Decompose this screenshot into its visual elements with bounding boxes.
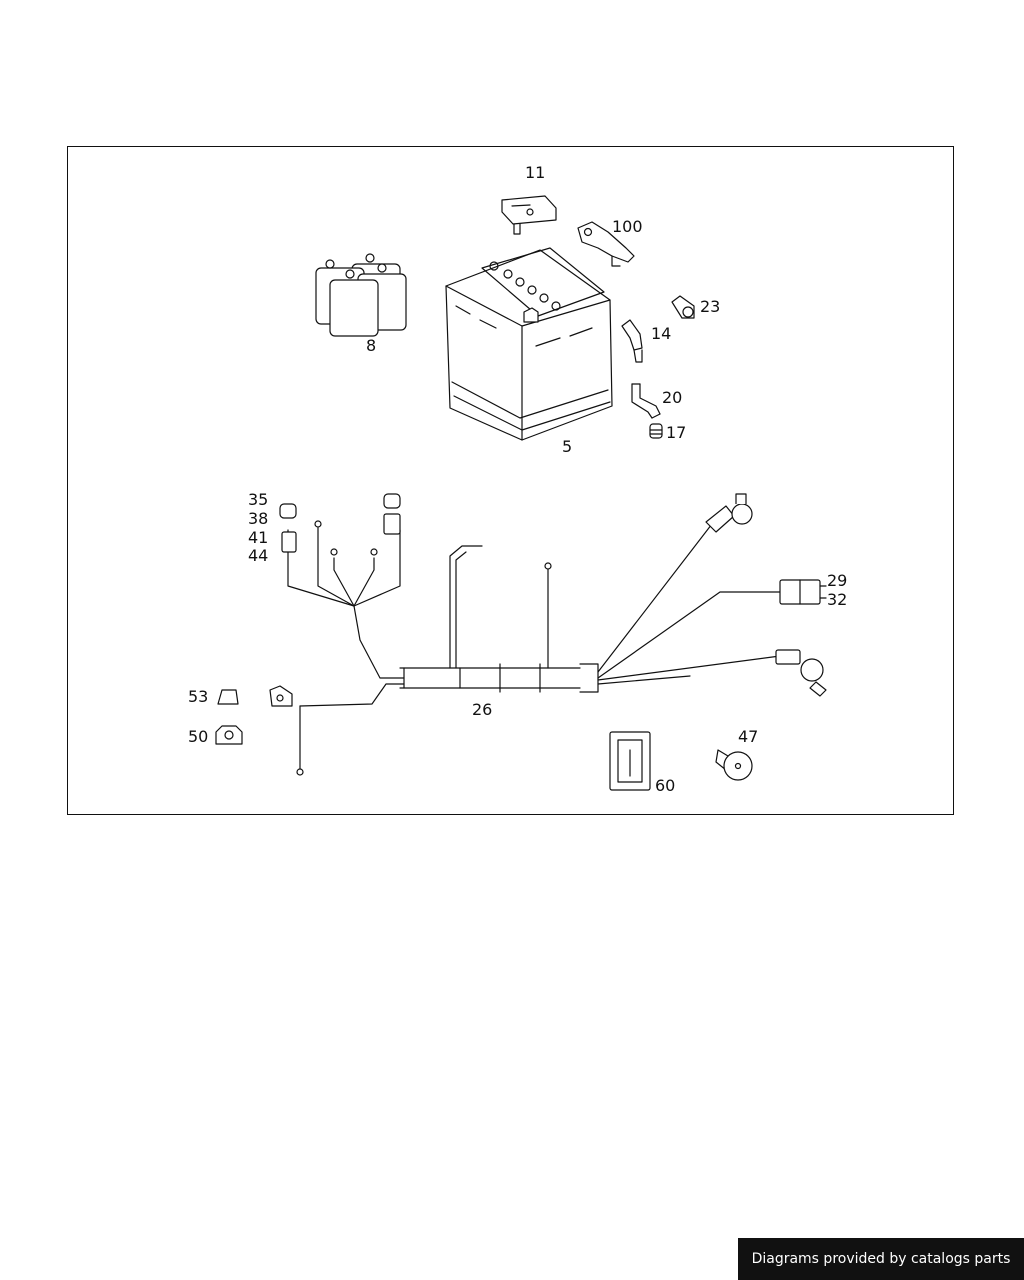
part-53-sleeve[interactable]: [217, 689, 239, 705]
callout-29: 29: [827, 571, 847, 590]
terminal-clamp-lower[interactable]: [775, 649, 827, 697]
part-50-nut[interactable]: [215, 725, 243, 745]
callout-53: 53: [188, 687, 208, 706]
callout-100: 100: [612, 217, 643, 236]
part-47-screw[interactable]: [715, 749, 753, 781]
callout-11: 11: [525, 163, 545, 182]
part-8-cell-caps[interactable]: [315, 253, 407, 337]
callout-8: 8: [366, 336, 376, 355]
part-100-strap[interactable]: [577, 221, 635, 267]
callout-23: 23: [700, 297, 720, 316]
part-26-wiring-harness[interactable]: [269, 519, 786, 776]
callout-5: 5: [562, 437, 572, 456]
part-20-hose[interactable]: [631, 383, 661, 419]
part-11-bracket[interactable]: [501, 195, 557, 235]
callout-35: 35: [248, 490, 268, 509]
part-35-44-connectors[interactable]: [279, 493, 401, 553]
callout-14: 14: [651, 324, 671, 343]
part-29-32-connector[interactable]: [779, 579, 827, 605]
callout-44: 44: [248, 546, 268, 565]
diagram-frame: [67, 146, 954, 815]
part-14-elbow[interactable]: [621, 319, 643, 363]
terminal-clamp-upper[interactable]: [705, 493, 753, 533]
part-23-plug[interactable]: [671, 295, 695, 319]
callout-50: 50: [188, 727, 208, 746]
callout-20: 20: [662, 388, 682, 407]
callout-26: 26: [472, 700, 492, 719]
callout-32: 32: [827, 590, 847, 609]
part-17-grommet[interactable]: [649, 423, 663, 439]
callout-47: 47: [738, 727, 758, 746]
part-60-clip[interactable]: [609, 731, 651, 791]
callout-17: 17: [666, 423, 686, 442]
callout-38: 38: [248, 509, 268, 528]
credit-banner: Diagrams provided by catalogs parts: [738, 1238, 1024, 1280]
callout-60: 60: [655, 776, 675, 795]
callout-41: 41: [248, 528, 268, 547]
part-5-battery[interactable]: [445, 247, 613, 441]
